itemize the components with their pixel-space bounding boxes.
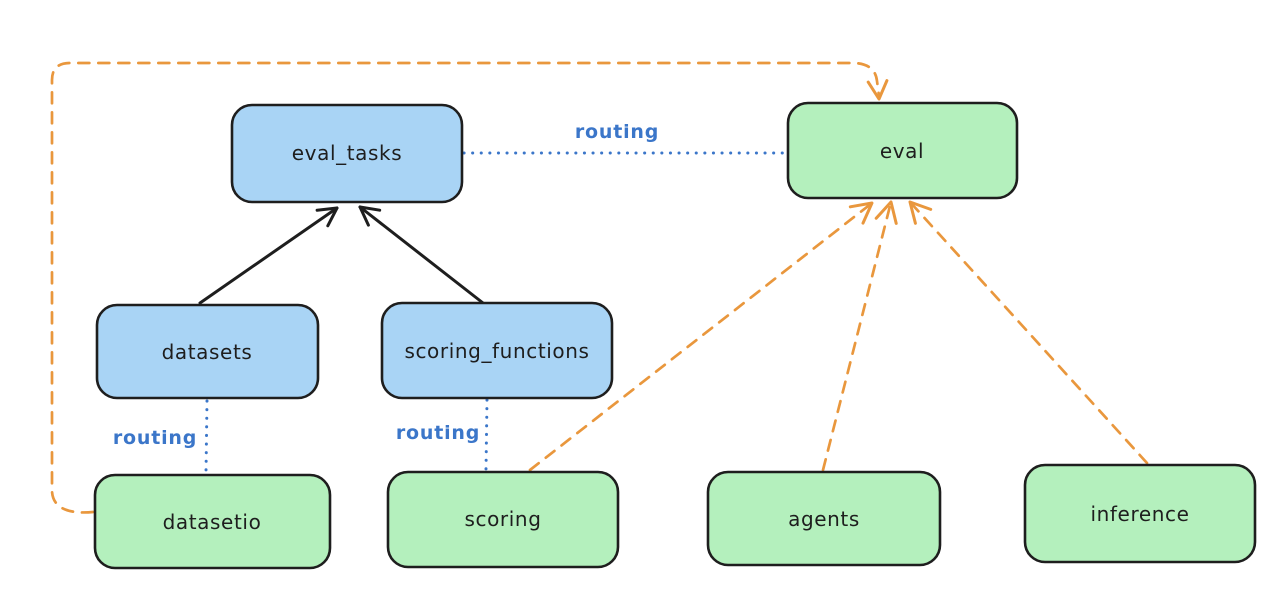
- node-eval-tasks-box: [230, 103, 464, 204]
- node-datasets-label: datasets: [162, 340, 253, 364]
- edge-scoring-to-eval-arrowhead: [848, 201, 874, 225]
- node-eval-tasks-label: eval_tasks: [292, 141, 402, 165]
- node-scoring: scoring: [386, 470, 620, 569]
- node-agents-box: [706, 470, 942, 567]
- node-eval: eval: [786, 101, 1019, 200]
- node-scoring-box: [386, 470, 620, 569]
- edge-datasets-to-datasetio-label: routing: [113, 427, 197, 449]
- node-eval-tasks: eval_tasks: [230, 103, 464, 204]
- node-scoring-label: scoring: [464, 507, 541, 531]
- edge-eval-tasks-to-eval: routing: [462, 121, 788, 155]
- node-datasetio-box: [93, 473, 332, 570]
- node-datasetio: datasetio: [93, 473, 332, 570]
- node-agents: agents: [706, 470, 942, 567]
- node-datasetio-label: datasetio: [163, 510, 262, 534]
- node-inference-label: inference: [1090, 502, 1189, 526]
- node-datasets-box: [95, 303, 320, 400]
- edge-scoring-functions-to-scoring: routing: [396, 398, 489, 471]
- node-scoring-functions-box: [380, 301, 614, 400]
- edge-datasetio-to-eval-line: [50, 61, 881, 514]
- node-scoring-functions: scoring_functions: [380, 301, 614, 400]
- edge-scoring-functions-to-eval-tasks: [358, 205, 485, 305]
- edge-datasets-to-eval-tasks: [198, 206, 339, 305]
- node-scoring-functions-label: scoring_functions: [404, 339, 589, 363]
- node-inference: inference: [1023, 463, 1257, 564]
- edge-agents-to-eval-line: [821, 200, 893, 472]
- edge-scoring-to-eval-line: [528, 201, 874, 472]
- edge-scoring-functions-to-scoring-label: routing: [396, 422, 480, 444]
- node-eval-label: eval: [880, 139, 924, 163]
- edge-datasets-to-eval-tasks-line: [198, 206, 339, 305]
- node-inference-box: [1023, 463, 1257, 564]
- edge-agents-to-eval-arrowhead: [874, 200, 898, 225]
- edge-inference-to-eval-arrowhead: [908, 200, 933, 225]
- edge-scoring-to-eval: [528, 201, 874, 472]
- edge-datasetio-to-eval: [50, 61, 889, 514]
- edge-datasets-to-datasetio-line: [204, 399, 209, 474]
- edge-datasets-to-eval-tasks-arrowhead: [315, 206, 339, 228]
- node-agents-label: agents: [788, 507, 860, 531]
- edge-scoring-functions-to-eval-tasks-arrowhead: [358, 205, 382, 227]
- edge-scoring-functions-to-eval-tasks-line: [358, 205, 485, 305]
- edge-inference-to-eval: [908, 200, 1149, 465]
- edge-scoring-functions-to-scoring-line: [484, 398, 489, 471]
- node-eval-box: [786, 101, 1019, 200]
- edge-datasetio-to-eval-arrowhead: [866, 79, 889, 101]
- node-datasets: datasets: [95, 303, 320, 400]
- edge-inference-to-eval-line: [908, 200, 1149, 465]
- edge-eval-tasks-to-eval-label: routing: [575, 121, 659, 143]
- edge-datasets-to-datasetio: routing: [113, 399, 209, 474]
- edge-agents-to-eval: [821, 200, 898, 472]
